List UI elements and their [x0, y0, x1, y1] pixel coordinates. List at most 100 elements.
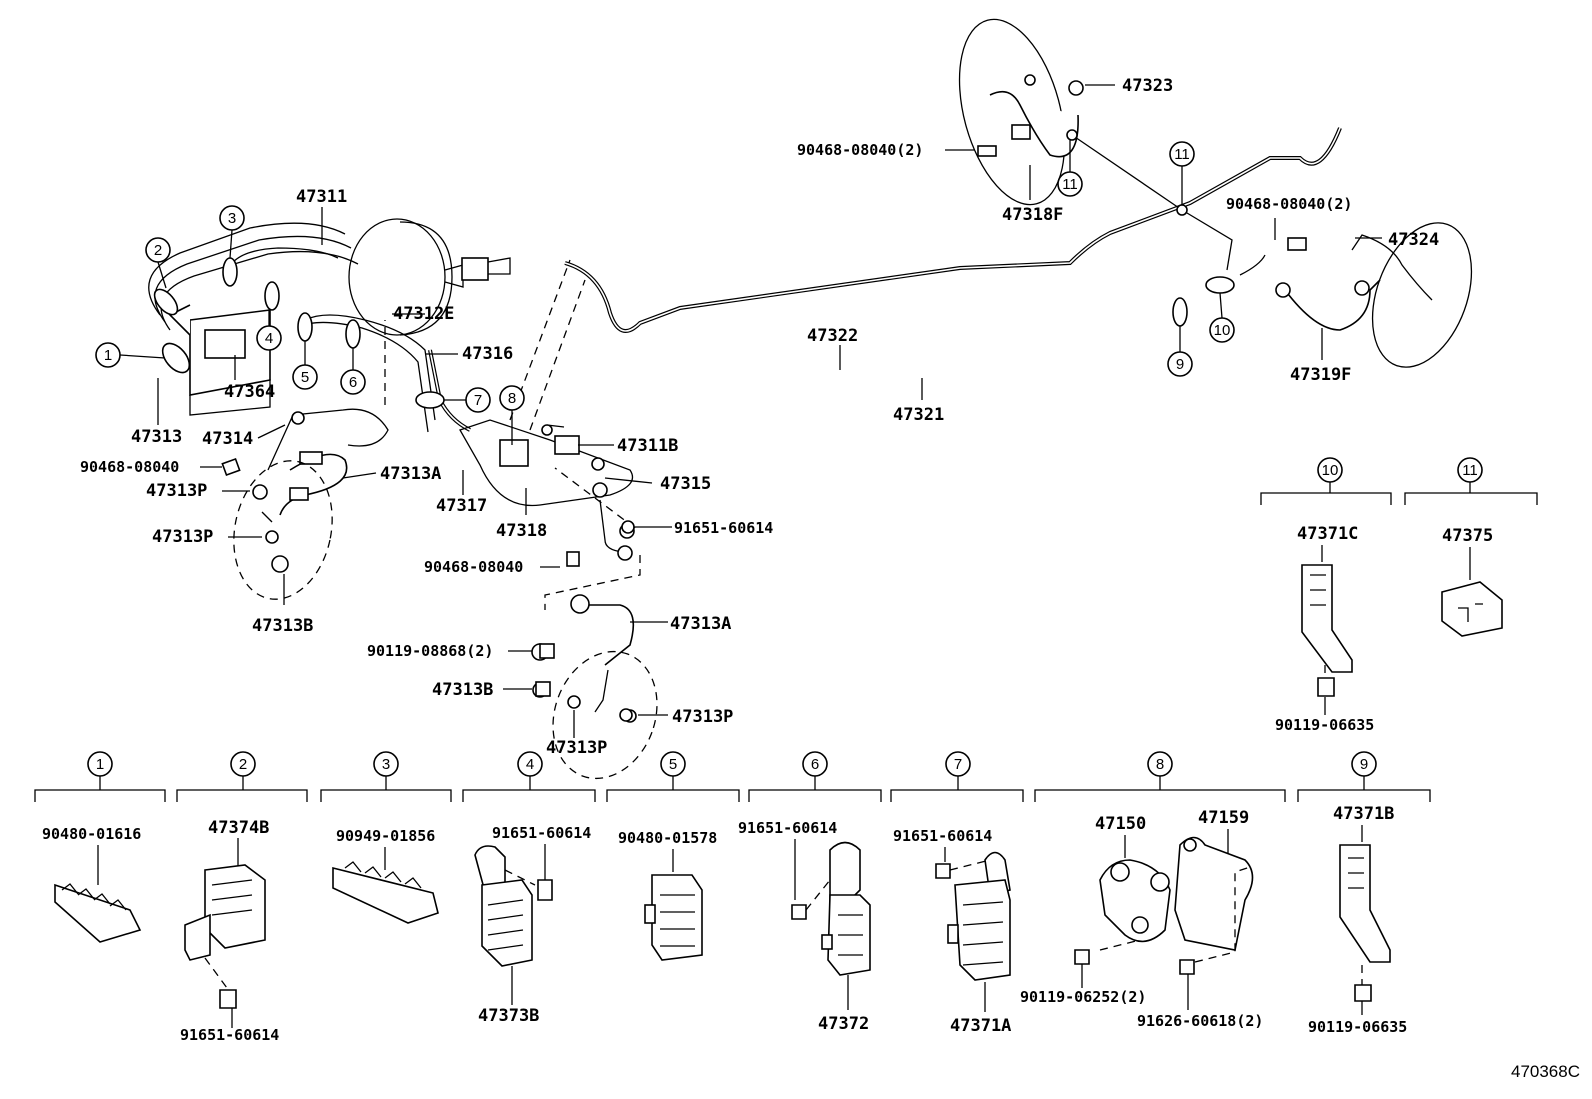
label-90119-06252: 90119-06252(2)	[1020, 988, 1146, 1006]
label-47321: 47321	[893, 405, 944, 425]
rear-left-assembly	[958, 18, 1233, 271]
group-8-callout: 8	[1156, 756, 1164, 773]
hose-47313A-front-right	[531, 594, 658, 780]
label-47313A-b: 47313A	[670, 614, 731, 634]
label-91651-60614-a: 91651-60614	[674, 519, 773, 537]
callout-7: 7	[474, 392, 482, 409]
callout-3: 3	[228, 210, 236, 227]
label-90468-08040-d: 90468-08040(2)	[1226, 195, 1352, 213]
label-47364: 47364	[224, 382, 275, 402]
group-6-clamp: 91651-60614 47372	[738, 819, 871, 1034]
label-91651-60614-c: 91651-60614	[492, 824, 591, 842]
label-47313P-d: 47313P	[546, 738, 607, 758]
label-90119-06635-a: 90119-06635	[1275, 716, 1374, 734]
group-5-clamp: 90480-01578	[618, 829, 717, 961]
label-47316: 47316	[462, 344, 513, 364]
label-47311B: 47311B	[617, 436, 678, 456]
label-47150: 47150	[1095, 814, 1146, 834]
label-90949-01856: 90949-01856	[336, 827, 435, 845]
label-47313A-a: 47313A	[380, 464, 441, 484]
label-47313P-a: 47313P	[146, 481, 207, 501]
label-91651-60614-e: 91651-60614	[893, 827, 992, 845]
label-47313P-c: 47313P	[672, 707, 733, 727]
label-47311: 47311	[296, 187, 347, 207]
label-47324: 47324	[1388, 230, 1439, 250]
rear-brake-line	[564, 127, 1342, 333]
bottom-groups: 1 2 3 4 5 6 7 8 9	[34, 751, 1431, 802]
label-90480-01616: 90480-01616	[42, 825, 141, 843]
label-47314: 47314	[202, 429, 253, 449]
label-47374B: 47374B	[208, 818, 269, 838]
group-10-callout: 10	[1322, 462, 1339, 479]
proportioning-valve-area	[384, 259, 641, 610]
label-47371C: 47371C	[1297, 524, 1358, 544]
group-2-clamp: 47374B 91651-60614	[180, 818, 279, 1044]
label-47373B: 47373B	[478, 1006, 539, 1026]
label-47313: 47313	[131, 427, 182, 447]
group-9-callout: 9	[1360, 756, 1368, 773]
label-90480-01578: 90480-01578	[618, 829, 717, 847]
label-47313P-b: 47313P	[152, 527, 213, 547]
rear-right-assembly	[1275, 222, 1473, 368]
callout-5: 5	[301, 369, 309, 386]
label-47317: 47317	[436, 496, 487, 516]
callout-11: 11	[1174, 146, 1190, 163]
diagram-code: 470368C	[1511, 1062, 1580, 1081]
leader-lines	[157, 84, 1382, 738]
label-91651-60614-b: 91651-60614	[180, 1026, 279, 1044]
label-90119-08868: 90119-08868(2)	[367, 642, 493, 660]
callout-6: 6	[349, 374, 357, 391]
callout-2: 2	[154, 242, 162, 259]
group-7-callout: 7	[954, 756, 962, 773]
label-90468-08040-a: 90468-08040	[80, 458, 179, 476]
label-91626-60618: 91626-60618(2)	[1137, 1012, 1263, 1030]
brake-booster	[348, 218, 511, 336]
group-1-clamp: 90480-01616	[42, 825, 141, 943]
bracket-47314	[267, 408, 389, 471]
group-1-callout: 1	[96, 756, 104, 773]
callout-numbers: 1 2 3 4 5 6 7 8 9 10 11 11	[104, 146, 1231, 409]
label-47371B: 47371B	[1333, 804, 1394, 824]
group-11: 11 47375	[1404, 457, 1538, 637]
abs-actuator	[168, 304, 271, 416]
label-90119-06635-b: 90119-06635	[1308, 1018, 1407, 1036]
callout-11: 11	[1062, 176, 1078, 193]
hose-47313A-front-left	[233, 451, 348, 600]
group-6-callout: 6	[811, 756, 819, 773]
group-3-clamp: 90949-01856	[332, 827, 439, 924]
callout-9: 9	[1176, 356, 1184, 373]
label-47313B-b: 47313B	[432, 680, 493, 700]
label-47313B-a: 47313B	[252, 616, 313, 636]
group-11-callout: 11	[1462, 462, 1478, 479]
label-90468-08040-c: 90468-08040(2)	[797, 141, 923, 159]
group-3-callout: 3	[382, 756, 390, 773]
group-5-callout: 5	[669, 756, 677, 773]
group-8-valve: 47150 47159 90119-06252(2) 91626-60618(2…	[1020, 808, 1263, 1030]
callout-8: 8	[508, 390, 516, 407]
label-47372: 47372	[818, 1014, 869, 1034]
pipe-clamp-markers	[119, 139, 1235, 445]
callout-4: 4	[265, 330, 273, 347]
label-47159: 47159	[1198, 808, 1249, 828]
label-47323: 47323	[1122, 76, 1173, 96]
group-4-callout: 4	[526, 756, 534, 773]
fastener-glyphs	[221, 457, 635, 722]
label-47315: 47315	[660, 474, 711, 494]
group-10: 10 47371C 90119-06635	[1260, 457, 1392, 734]
callout-1: 1	[104, 347, 112, 364]
label-90468-08040-b: 90468-08040	[424, 558, 523, 576]
group-4-clamp: 91651-60614 47373B	[474, 824, 591, 1026]
label-47318: 47318	[496, 521, 547, 541]
label-47318F: 47318F	[1002, 205, 1063, 225]
callout-10: 10	[1214, 322, 1231, 339]
label-91651-60614-d: 91651-60614	[738, 819, 837, 837]
group-9-clamp: 47371B 90119-06635	[1308, 804, 1407, 1036]
callout-circles	[95, 141, 1235, 413]
part-labels-main: 47311 47312E 47316 47364 47313 47314 904…	[80, 76, 1439, 758]
group-2-callout: 2	[239, 756, 247, 773]
label-47371A: 47371A	[950, 1016, 1011, 1036]
label-47322: 47322	[807, 326, 858, 346]
label-47319F: 47319F	[1290, 365, 1351, 385]
